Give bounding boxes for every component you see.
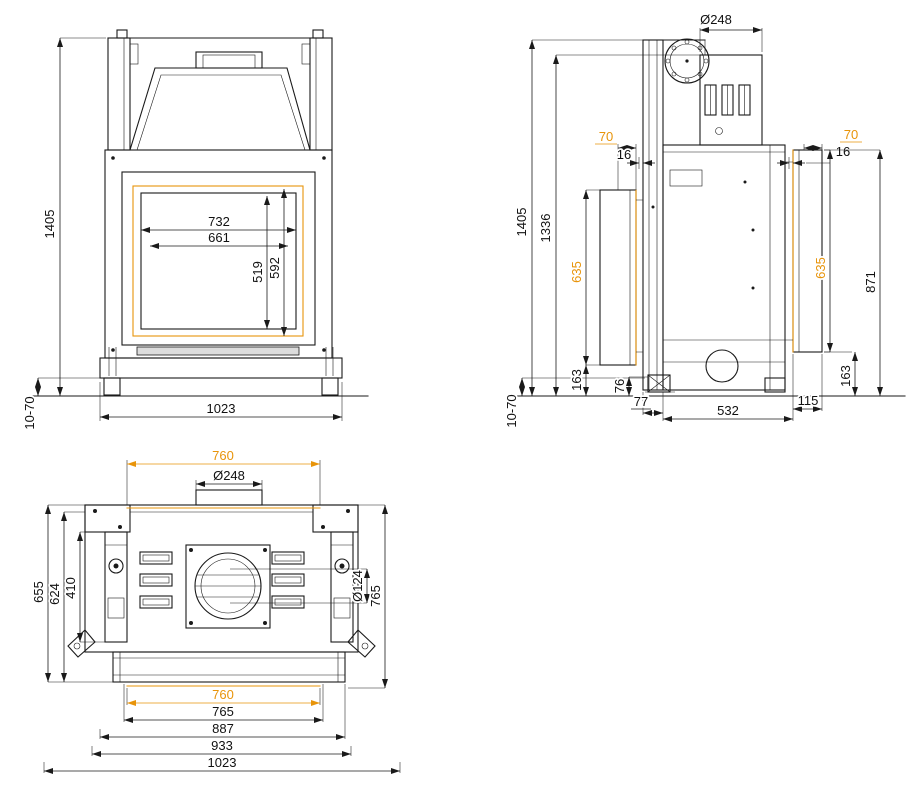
- heat-shield-left: [599, 189, 637, 366]
- side-structure: [507, 38, 906, 397]
- flue-stub: [195, 489, 263, 506]
- dim-side-panel-depth: 115: [798, 393, 819, 408]
- dim-side-foot-height: 76: [612, 379, 627, 393]
- dim-top-width-765: 765: [212, 704, 234, 719]
- dim-front-glass-height: 519: [250, 261, 265, 283]
- dim-side-foot-adjust: 10-70: [504, 394, 519, 427]
- flue-housing: [185, 544, 271, 629]
- dim-side-front-depth: 77: [634, 394, 648, 409]
- dim-top-width-front: 760: [212, 687, 234, 702]
- dim-front-opening-height: 592: [267, 257, 282, 279]
- body-plan: [84, 504, 359, 653]
- dim-side-body-height: 1336: [538, 214, 553, 243]
- dim-side-bottom-left: 163: [569, 369, 584, 391]
- top-structure: [67, 489, 376, 687]
- dim-top-width-back: 760: [212, 448, 234, 463]
- dim-top-depth-inner: 624: [47, 583, 62, 605]
- door-frame: [121, 171, 316, 346]
- front-structure: [29, 29, 369, 397]
- side-dimensions: Ø248 1405 1336 10-70 70 16 635 163 76: [502, 10, 883, 429]
- front-frame-profile: [642, 39, 664, 391]
- firebox-body: [104, 149, 333, 359]
- flue-box: [699, 54, 763, 146]
- dim-side-panel-height-right: 635: [813, 257, 828, 279]
- flue-flange: [664, 38, 710, 84]
- dim-front-opening-width: 661: [208, 230, 230, 245]
- dim-side-gap-left: 70: [599, 129, 613, 144]
- flue-collar: [195, 51, 263, 69]
- dim-top-flue-inner-diameter: Ø124: [350, 570, 365, 602]
- side-view: Ø248 1405 1336 10-70 70 16 635 163 76: [502, 10, 906, 429]
- air-grille: [136, 346, 300, 356]
- dim-top-width-933: 933: [211, 738, 233, 753]
- dim-side-offset-left: 16: [617, 147, 631, 162]
- rear-outlet: [705, 349, 739, 383]
- dim-side-offset-right: 16: [836, 144, 850, 159]
- dim-side-panel-height-left: 635: [569, 261, 584, 283]
- dim-front-foot-adjust: 10-70: [22, 396, 37, 429]
- dim-top-depth-overall: 655: [31, 581, 46, 603]
- front-frame-plan: [112, 651, 346, 683]
- dim-side-bottom-right: 163: [838, 365, 853, 387]
- clamp-right: [330, 531, 354, 643]
- top-view: 760 Ø248 655 624 410 Ø124 765 760 765: [29, 446, 401, 774]
- top-dimensions: 760 Ø248 655 624 410 Ø124 765 760 765: [29, 446, 401, 774]
- clamp-left: [104, 531, 128, 643]
- dim-front-overall-height: 1405: [42, 210, 57, 239]
- door-gasket: [132, 185, 304, 337]
- heat-shield-right: [792, 149, 823, 353]
- dim-front-glass-width: 732: [208, 214, 230, 229]
- dim-top-depth-frame: 410: [63, 577, 78, 599]
- front-dimensions: 1405 10-70 1023 732 661 519 592: [20, 37, 343, 431]
- dim-front-base-width: 1023: [207, 401, 236, 416]
- body-profile: [662, 144, 786, 391]
- dim-side-body-depth: 532: [717, 403, 739, 418]
- dim-top-width-887: 887: [212, 721, 234, 736]
- dim-side-panel-height-total: 871: [863, 271, 878, 293]
- dim-top-flue-diameter: Ø248: [213, 468, 245, 483]
- dim-side-flue-diameter: Ø248: [700, 12, 732, 27]
- glass-pane: [140, 192, 297, 330]
- front-view: 1405 10-70 1023 732 661 519 592: [20, 29, 369, 431]
- dim-top-width-overall: 1023: [208, 755, 237, 770]
- dim-side-gap-right: 70: [844, 127, 858, 142]
- dim-top-depth-right: 765: [368, 585, 383, 607]
- dim-side-overall-height: 1405: [514, 208, 529, 237]
- hood: [129, 67, 311, 151]
